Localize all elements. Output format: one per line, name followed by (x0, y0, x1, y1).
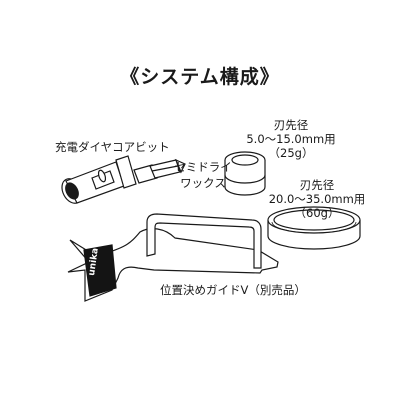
label-semi-dry: セミドライ (174, 160, 232, 174)
large-wax-container (267, 206, 361, 250)
label-small-wax-range: 5.0～15.0mm用 (246, 132, 336, 146)
label-large-wax-weight: （60g） (294, 206, 340, 220)
label-small-wax-weight: （25g） (268, 146, 314, 160)
label-diamond-core-bit: 充電ダイヤコアビット (55, 140, 170, 154)
label-small-wax: 刃先径 5.0～15.0mm用 （25g） (246, 118, 336, 160)
brand-logo: unika (87, 247, 101, 276)
label-large-wax-title: 刃先径 (299, 178, 335, 192)
label-large-wax-range: 20.0～35.0mm用 (268, 192, 366, 206)
label-positioning-guide: 位置決めガイドV（別売品） (160, 283, 306, 297)
small-wax-container (224, 151, 266, 196)
label-small-wax-title: 刃先径 (273, 118, 309, 132)
positioning-guide (67, 213, 279, 302)
label-semi-dry-wax: セミドライ ワックス (173, 160, 233, 190)
diamond-core-bit (61, 155, 186, 204)
label-wax: ワックス (180, 176, 226, 190)
label-large-wax: 刃先径 20.0～35.0mm用 （60g） (262, 178, 372, 220)
page-title: 《システム構成》 (120, 66, 280, 88)
